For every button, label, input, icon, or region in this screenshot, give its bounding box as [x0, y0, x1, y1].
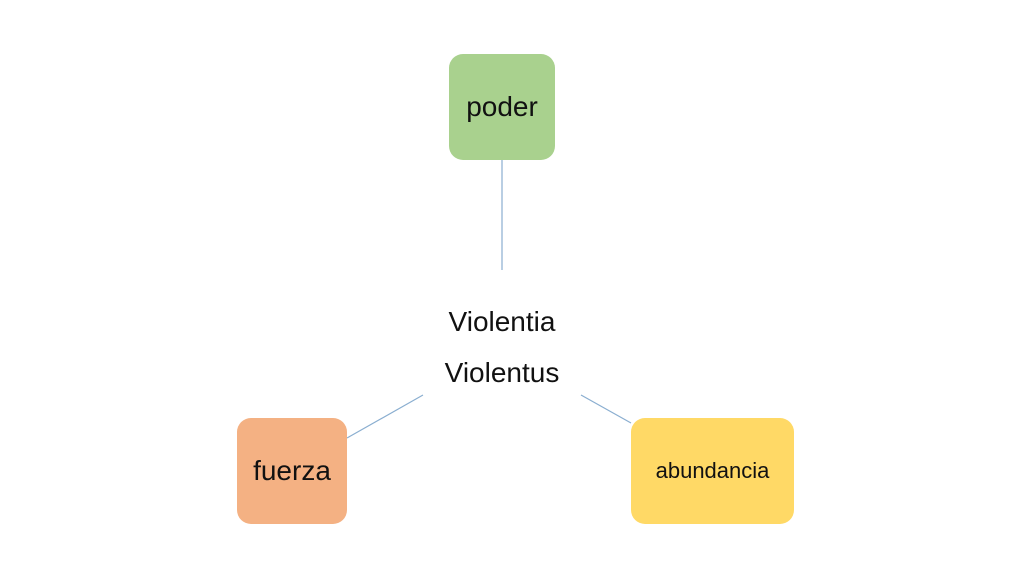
node-fuerza: fuerza	[237, 418, 347, 524]
node-fuerza-label: fuerza	[253, 455, 331, 486]
node-abundancia-label: abundancia	[655, 458, 770, 483]
node-poder: poder	[449, 54, 555, 160]
connector-fuerza	[346, 394, 424, 439]
center-label-violentia: Violentia	[448, 306, 556, 337]
center-label-violentus: Violentus	[444, 357, 560, 388]
node-poder-label: poder	[466, 91, 538, 122]
node-abundancia: abundancia	[631, 418, 794, 524]
connector-abundancia	[580, 394, 632, 424]
